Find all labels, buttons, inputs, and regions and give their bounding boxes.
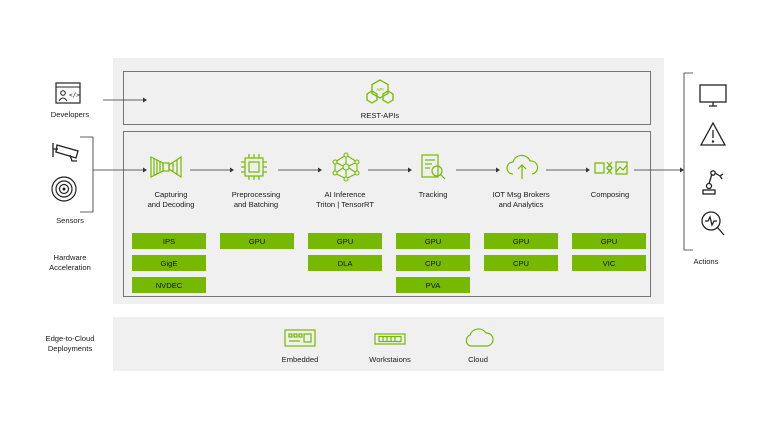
developer-icon: </>	[55, 82, 81, 106]
robot-arm-icon	[700, 167, 726, 195]
sensors-label: Sensors	[56, 216, 84, 225]
hw-box: IPS	[132, 233, 206, 249]
stage-label-capturing: Capturing and Decoding	[147, 190, 195, 209]
stage-label-composing: Composing	[590, 190, 630, 199]
cloud-upload-icon	[505, 154, 539, 180]
inspect-icon	[700, 210, 726, 238]
funnel-icon	[149, 153, 183, 181]
stage-label-tracking: Tracking	[418, 190, 448, 199]
document-search-icon	[419, 153, 447, 181]
embedded-label: Embedded	[281, 355, 319, 364]
pipeline-box	[123, 131, 651, 297]
hw-box: CPU	[484, 255, 558, 271]
rest-api-box	[123, 71, 651, 125]
cloud-label: Cloud	[468, 355, 488, 364]
camera-icon	[50, 141, 82, 165]
developers-label: Developers	[50, 110, 90, 119]
svg-text:</>: </>	[69, 92, 80, 99]
embedded-board-icon	[284, 329, 316, 347]
compose-icon	[594, 157, 628, 179]
monitor-icon	[699, 84, 727, 108]
actions-label: Actions	[693, 257, 719, 266]
hw-box: GPU	[572, 233, 646, 249]
hw-box: GPU	[396, 233, 470, 249]
hardware-acceleration-label: Hardware Acceleration	[49, 253, 91, 272]
hw-box: GigE	[132, 255, 206, 271]
cloud-icon	[462, 328, 494, 348]
api-badge-text: API	[376, 87, 383, 92]
hw-box: CPU	[396, 255, 470, 271]
warning-icon	[699, 121, 727, 146]
chip-icon	[240, 153, 268, 181]
hw-box: DLA	[308, 255, 382, 271]
hw-box: GPU	[484, 233, 558, 249]
stage-label-preprocessing: Preprocessing and Batching	[231, 190, 281, 209]
rest-apis-label: REST-APIs	[360, 111, 400, 120]
neural-network-icon	[330, 152, 362, 182]
api-icon: API	[364, 78, 396, 108]
sensor-icon	[51, 176, 77, 202]
workstations-label: Workstaions	[369, 355, 411, 364]
hw-box: GPU	[308, 233, 382, 249]
hw-box: GPU	[220, 233, 294, 249]
workstation-icon	[374, 332, 406, 345]
stage-label-iot: IOT Msg Brokers and Analytics	[492, 190, 550, 209]
edge-to-cloud-label: Edge-to-Cloud Deployments	[45, 334, 95, 353]
hw-box: NVDEC	[132, 277, 206, 293]
hw-box: PVA	[396, 277, 470, 293]
stage-label-inference: AI Inference Triton | TensorRT	[316, 190, 374, 209]
hw-box: VIC	[572, 255, 646, 271]
